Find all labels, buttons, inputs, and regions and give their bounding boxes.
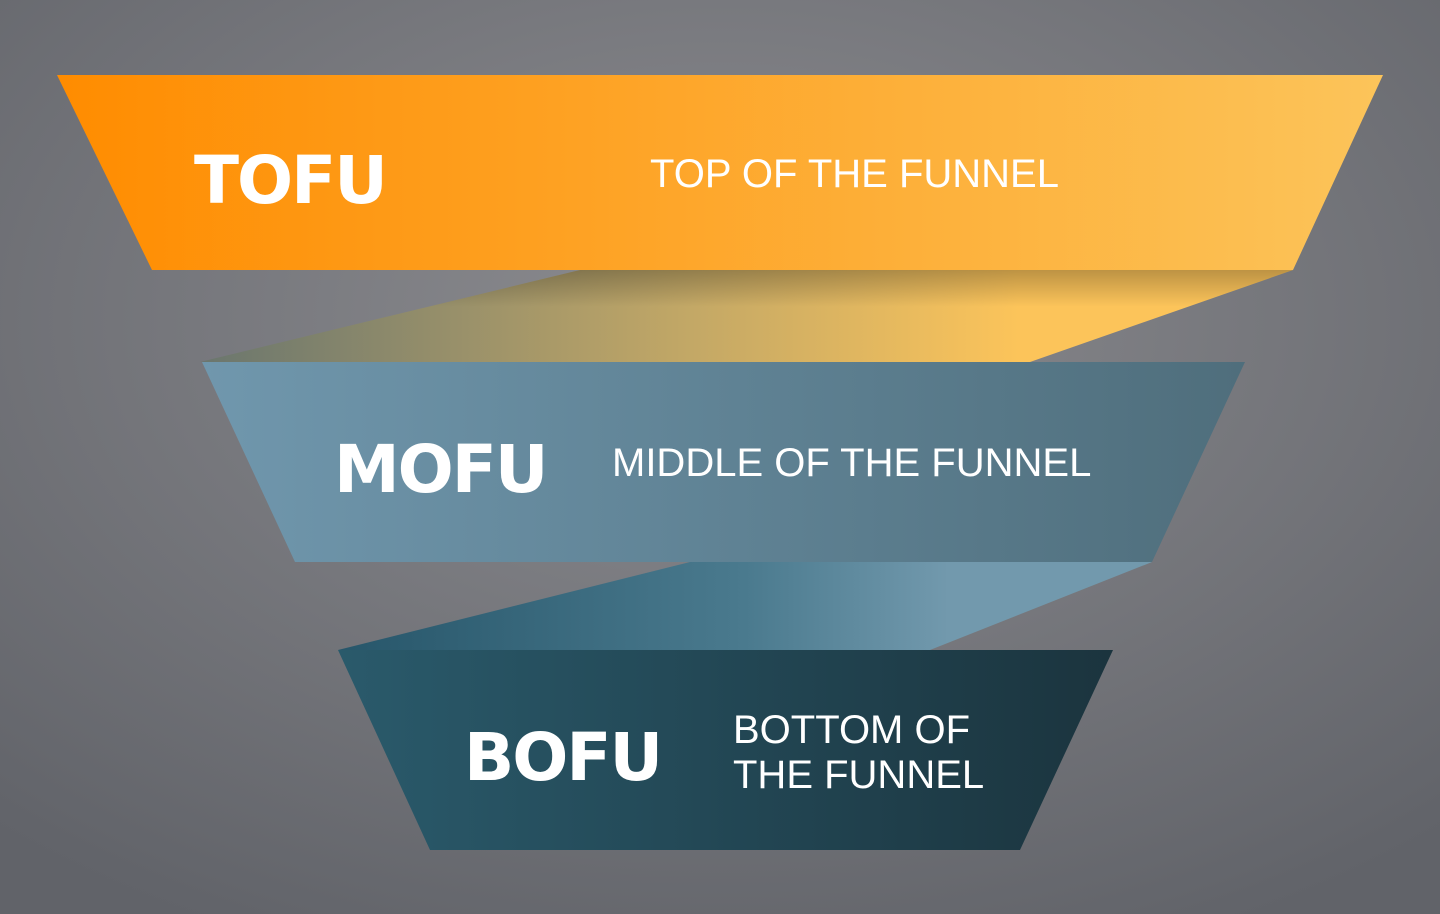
mofu-band — [202, 362, 1245, 562]
connector-shadow — [200, 270, 1293, 362]
connector-mofu-bofu — [338, 562, 1152, 650]
tofu-band — [57, 75, 1383, 270]
stage-mofu: MOFU MIDDLE OF THE FUNNEL — [202, 362, 1245, 562]
bofu-label: BOFU — [464, 719, 661, 796]
mofu-description: MIDDLE OF THE FUNNEL — [612, 441, 1091, 485]
bofu-band — [338, 650, 1113, 850]
stage-tofu: TOFU TOP OF THE FUNNEL — [57, 75, 1383, 270]
tofu-label: TOFU — [194, 142, 386, 219]
bofu-description-line-2: THE FUNNEL — [733, 753, 984, 797]
tofu-description: TOP OF THE FUNNEL — [650, 152, 1059, 196]
bofu-description-line-1: BOTTOM OF — [733, 708, 970, 752]
mofu-label: MOFU — [334, 431, 546, 508]
stage-bofu: BOFU BOTTOM OF THE FUNNEL — [338, 650, 1113, 850]
